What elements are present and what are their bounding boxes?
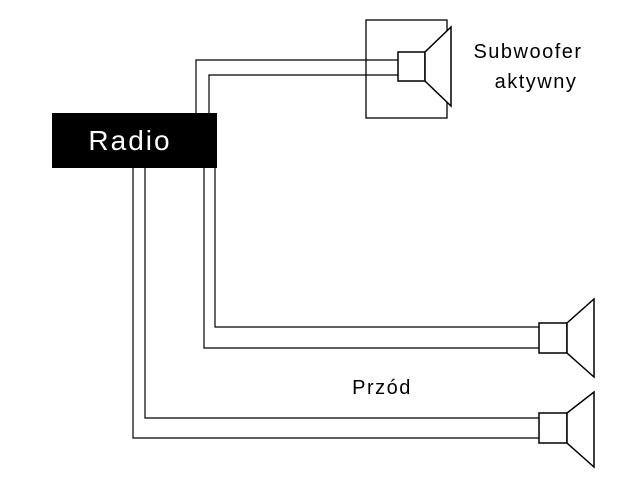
front-upper-magnet [538,322,568,354]
front-label: Przód [352,377,412,399]
front-lower-wires [132,168,540,439]
front-lower-wire-outer [132,168,540,439]
front-upper-wire-inner [214,168,540,328]
subwoofer-wire-lower [208,74,400,113]
front-upper-wires [203,168,540,349]
subwoofer-label-line2: aktywny [495,71,578,93]
subwoofer-label-line1: Subwoofer [473,41,582,63]
front-lower-cone [566,390,595,469]
front-upper-cone [566,297,595,379]
front-upper-wire-outer [203,168,540,349]
radio-label: Radio [88,125,171,156]
front-lower-magnet [538,412,568,444]
subwoofer-unit: Subwoofer aktywny [365,19,582,119]
front-lower-wire-inner [144,168,540,419]
subwoofer-wires [195,59,400,113]
subwoofer-magnet [397,51,426,82]
radio-unit: Radio [52,113,217,168]
radio-box [52,113,217,168]
subwoofer-cone [424,25,452,108]
front-speaker-lower [538,390,595,469]
subwoofer-wire-upper [195,59,400,113]
front-speaker-upper [538,297,595,379]
